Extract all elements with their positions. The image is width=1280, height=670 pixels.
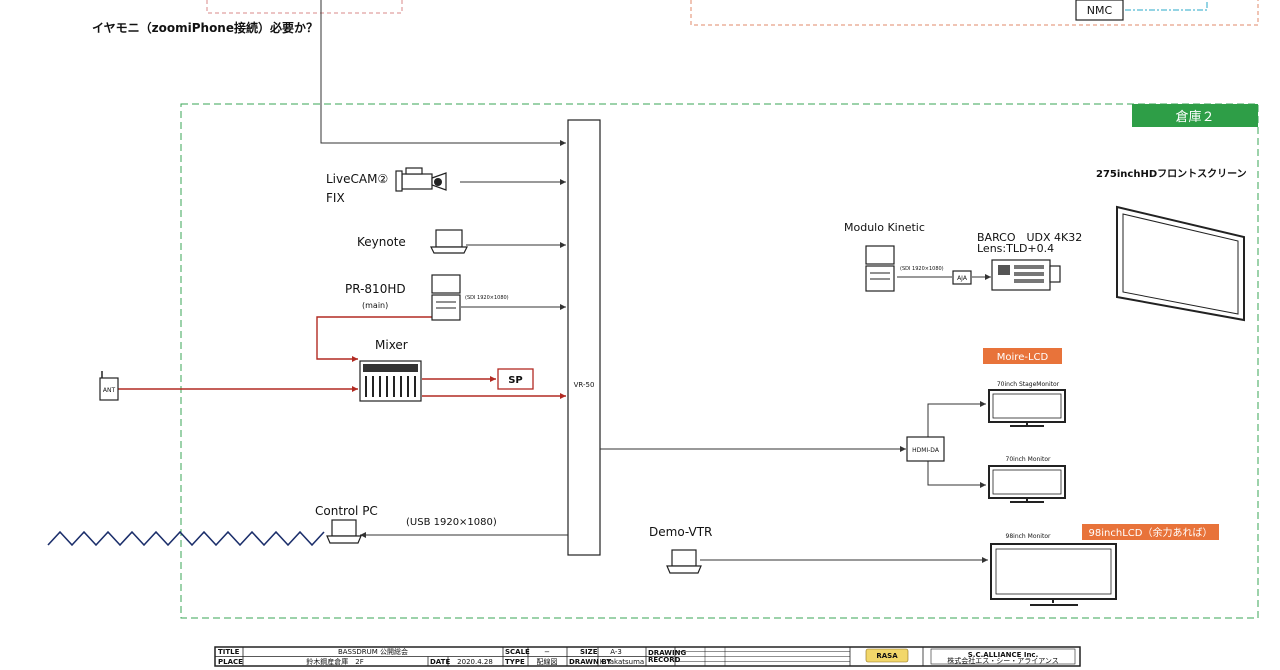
laptop-icon bbox=[430, 229, 468, 254]
stage-monitor-label: 70inch StageMonitor bbox=[997, 381, 1060, 388]
nmc-label: NMC bbox=[1087, 4, 1113, 17]
tb-record-key: RECORD bbox=[648, 656, 681, 664]
network-zigzag bbox=[47, 530, 325, 547]
monitor98-label: 98inch Monitor bbox=[1006, 533, 1051, 540]
tb-drawing-key: DRAWING bbox=[648, 649, 686, 657]
livecam-label: LiveCAM② bbox=[326, 172, 388, 186]
aja-label: AJA bbox=[957, 275, 968, 282]
zone-tag bbox=[1132, 104, 1258, 127]
hdmi-da-label: HDMI-DA bbox=[912, 447, 940, 454]
switcher-vr50 bbox=[567, 119, 601, 556]
media-server-icon bbox=[865, 245, 895, 292]
modulo-label: Modulo Kinetic bbox=[844, 221, 925, 234]
upper-cyan-line bbox=[1125, 0, 1208, 11]
lcd98-tag bbox=[1082, 524, 1219, 540]
tb-scale: − bbox=[544, 648, 550, 656]
mixer-label: Mixer bbox=[375, 338, 408, 352]
zone-border bbox=[180, 103, 1259, 619]
title-block: TITLE BASSDRUM 公開総会 PLACE 鈴木鋼産倉庫 2F DATE… bbox=[214, 646, 1081, 667]
tb-size-key: SIZE bbox=[580, 648, 598, 656]
keynote-label: Keynote bbox=[357, 235, 406, 249]
demo-vtr-label: Demo-VTR bbox=[649, 525, 712, 539]
tb-title: BASSDRUM 公開総会 bbox=[338, 647, 408, 656]
earmon-wire bbox=[320, 0, 566, 146]
monitor70-label: 70inch Monitor bbox=[1006, 456, 1051, 463]
tb-date-key: DATE bbox=[430, 658, 450, 666]
nmc-box bbox=[1075, 0, 1124, 21]
pr810-mixer-wire bbox=[316, 316, 432, 362]
speaker-label: SP bbox=[508, 375, 523, 386]
antenna-icon bbox=[99, 371, 119, 401]
tb-company-box bbox=[930, 648, 1076, 665]
projector-lens: Lens:TLD+0.4 bbox=[977, 242, 1054, 255]
livecam-sublabel: FIX bbox=[326, 191, 345, 205]
tb-type-key: TYPE bbox=[505, 658, 525, 666]
demo-vtr-laptop-icon bbox=[666, 549, 702, 574]
pr810-sublabel: (main) bbox=[362, 301, 388, 310]
pr810-signal: (SDI 1920×1080) bbox=[465, 295, 509, 301]
tb-drawn: K.Takatsuma bbox=[600, 658, 644, 666]
tb-company: S.C.ALLIANCE Inc. bbox=[968, 651, 1038, 659]
front-screen-inner bbox=[1122, 213, 1239, 315]
monitor70-icon bbox=[988, 465, 1066, 503]
hdmi-monitor70-wire bbox=[927, 461, 986, 488]
pc-tower-icon bbox=[431, 274, 461, 321]
control-pc-laptop-icon bbox=[326, 519, 362, 544]
lcd98-tag-label: 98inchLCD（余力あれば） bbox=[1089, 526, 1213, 539]
hdmi-stage-wire bbox=[927, 401, 986, 437]
tb-logo: RASA bbox=[876, 652, 898, 660]
moire-tag bbox=[983, 348, 1062, 364]
modulo-signal: (SDI 1920×1080) bbox=[900, 266, 944, 272]
tb-company-sub: 株式会社エス・シー・アライアンス bbox=[947, 656, 1059, 665]
tb-title-key: TITLE bbox=[218, 648, 240, 656]
mixer-console-icon bbox=[359, 360, 422, 402]
monitor98-icon bbox=[990, 543, 1117, 606]
moire-tag-label: Moire-LCD bbox=[997, 352, 1049, 363]
tb-date: 2020.4.28 bbox=[457, 658, 493, 666]
tb-place-key: PLACE bbox=[218, 658, 243, 666]
switcher-label: VR-50 bbox=[574, 381, 595, 389]
video-camera-icon bbox=[395, 167, 447, 192]
tb-scale-key: SCALE bbox=[505, 648, 530, 656]
upper-zone-border-right bbox=[690, 0, 1259, 26]
projector-label: BARCO UDX 4K32 bbox=[977, 231, 1082, 244]
antenna-label: ANT bbox=[103, 387, 116, 394]
control-pc-usb: (USB 1920×1080) bbox=[406, 517, 497, 528]
stage-monitor-icon bbox=[988, 389, 1066, 427]
tb-logo-box bbox=[865, 648, 909, 663]
projector-icon bbox=[991, 259, 1061, 291]
zone-label: 倉庫２ bbox=[1175, 110, 1214, 125]
top-note: イヤモニ（zoomiPhone接続）必要か？ bbox=[92, 20, 318, 35]
aja-box bbox=[952, 270, 972, 285]
control-pc-label: Control PC bbox=[315, 504, 378, 518]
tb-drawn-key: DRAWN BY bbox=[569, 658, 612, 666]
hdmi-da-box bbox=[906, 436, 945, 462]
tb-place: 鈴木鋼産倉庫 2F bbox=[306, 657, 363, 666]
screen-label: 275inchHDフロントスクリーン bbox=[1096, 168, 1247, 180]
upper-zone-border-left bbox=[206, 0, 403, 14]
tb-size: A-3 bbox=[610, 648, 622, 656]
speaker-box bbox=[497, 368, 534, 390]
pr810-label: PR-810HD bbox=[345, 282, 406, 296]
tb-type: 配線図 bbox=[537, 657, 558, 666]
